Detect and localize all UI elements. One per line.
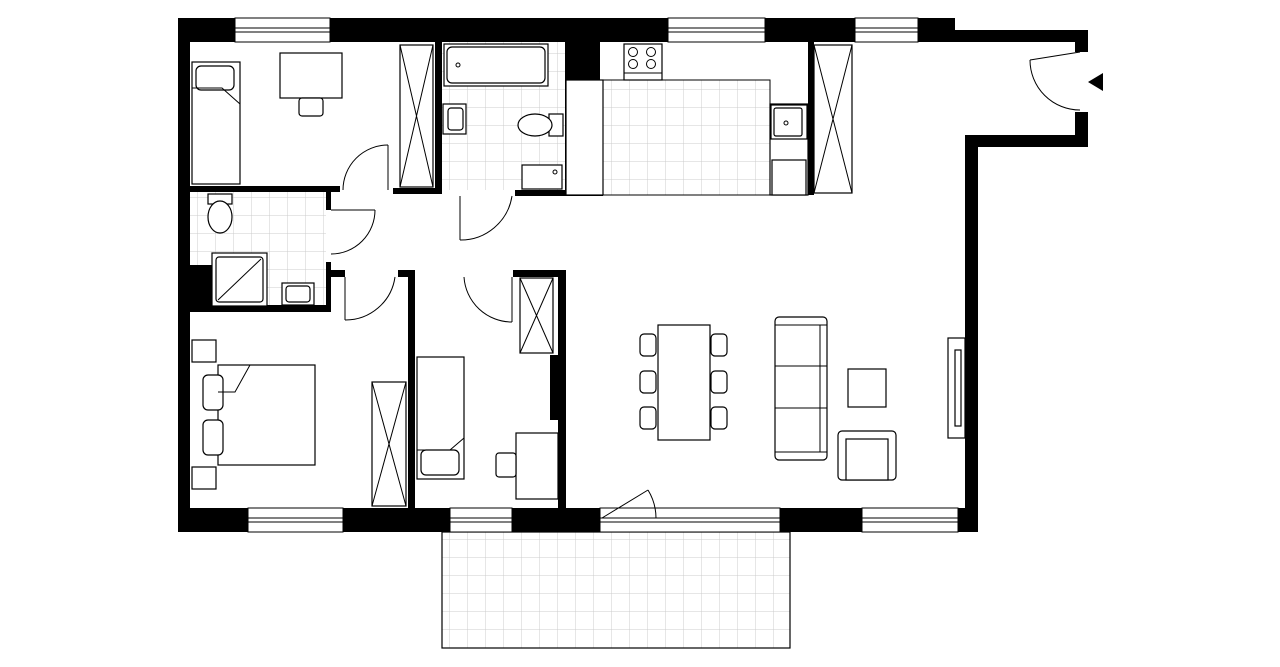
sink-icon bbox=[442, 103, 467, 135]
bedroom-2-furniture bbox=[191, 339, 316, 490]
door-icon bbox=[330, 209, 376, 255]
stove-icon bbox=[623, 43, 663, 81]
wardrobe-icon bbox=[371, 381, 407, 507]
bed-icon bbox=[191, 61, 241, 185]
fridge bbox=[771, 159, 807, 196]
toilet-icon bbox=[207, 193, 233, 234]
entrance-door[interactable] bbox=[1029, 51, 1081, 111]
living-furniture bbox=[639, 316, 966, 481]
door-icon bbox=[463, 276, 513, 323]
wardrobe-icon bbox=[399, 44, 434, 188]
bed-icon bbox=[202, 364, 316, 466]
doors bbox=[330, 51, 1103, 519]
wardrobe-icon bbox=[519, 277, 554, 354]
window-icon bbox=[854, 17, 919, 43]
bed-icon bbox=[416, 356, 465, 480]
entrance-arrow-icon bbox=[1088, 73, 1103, 91]
balcony bbox=[441, 531, 791, 649]
shower-icon bbox=[211, 252, 268, 307]
toilet-icon bbox=[517, 113, 564, 137]
sofa-icon bbox=[774, 316, 828, 461]
door-icon bbox=[459, 195, 513, 241]
kitchen-fixtures bbox=[565, 43, 809, 196]
nightstand bbox=[191, 339, 217, 363]
window-icon bbox=[247, 507, 344, 533]
sink-icon bbox=[281, 282, 315, 306]
window-icon bbox=[449, 507, 513, 533]
washing-machine-icon bbox=[521, 164, 563, 190]
door-icon bbox=[342, 144, 389, 191]
windows bbox=[234, 17, 959, 533]
window-icon bbox=[234, 17, 331, 43]
dining-table-icon bbox=[639, 324, 728, 441]
window-icon bbox=[861, 507, 959, 533]
desk-icon bbox=[495, 432, 559, 500]
wardrobe-icon bbox=[813, 44, 853, 194]
tv-icon bbox=[947, 337, 966, 439]
wardrobes bbox=[371, 44, 853, 507]
nightstand bbox=[191, 466, 217, 490]
bathtub-icon bbox=[443, 43, 549, 87]
desk-icon bbox=[279, 52, 343, 117]
wc-fixtures bbox=[207, 193, 315, 307]
kitchen-floor bbox=[602, 79, 771, 196]
window-icon bbox=[667, 17, 766, 43]
door-icon bbox=[601, 489, 657, 519]
balcony-door-window[interactable] bbox=[599, 507, 781, 533]
coffee-table bbox=[847, 368, 887, 408]
room-3-furniture bbox=[416, 356, 559, 500]
counter bbox=[565, 79, 604, 196]
armchair-icon bbox=[837, 430, 897, 481]
sink-icon bbox=[770, 104, 808, 140]
bathroom-fixtures bbox=[442, 43, 564, 190]
bedroom-1-furniture bbox=[191, 52, 343, 185]
door-icon bbox=[344, 276, 396, 321]
